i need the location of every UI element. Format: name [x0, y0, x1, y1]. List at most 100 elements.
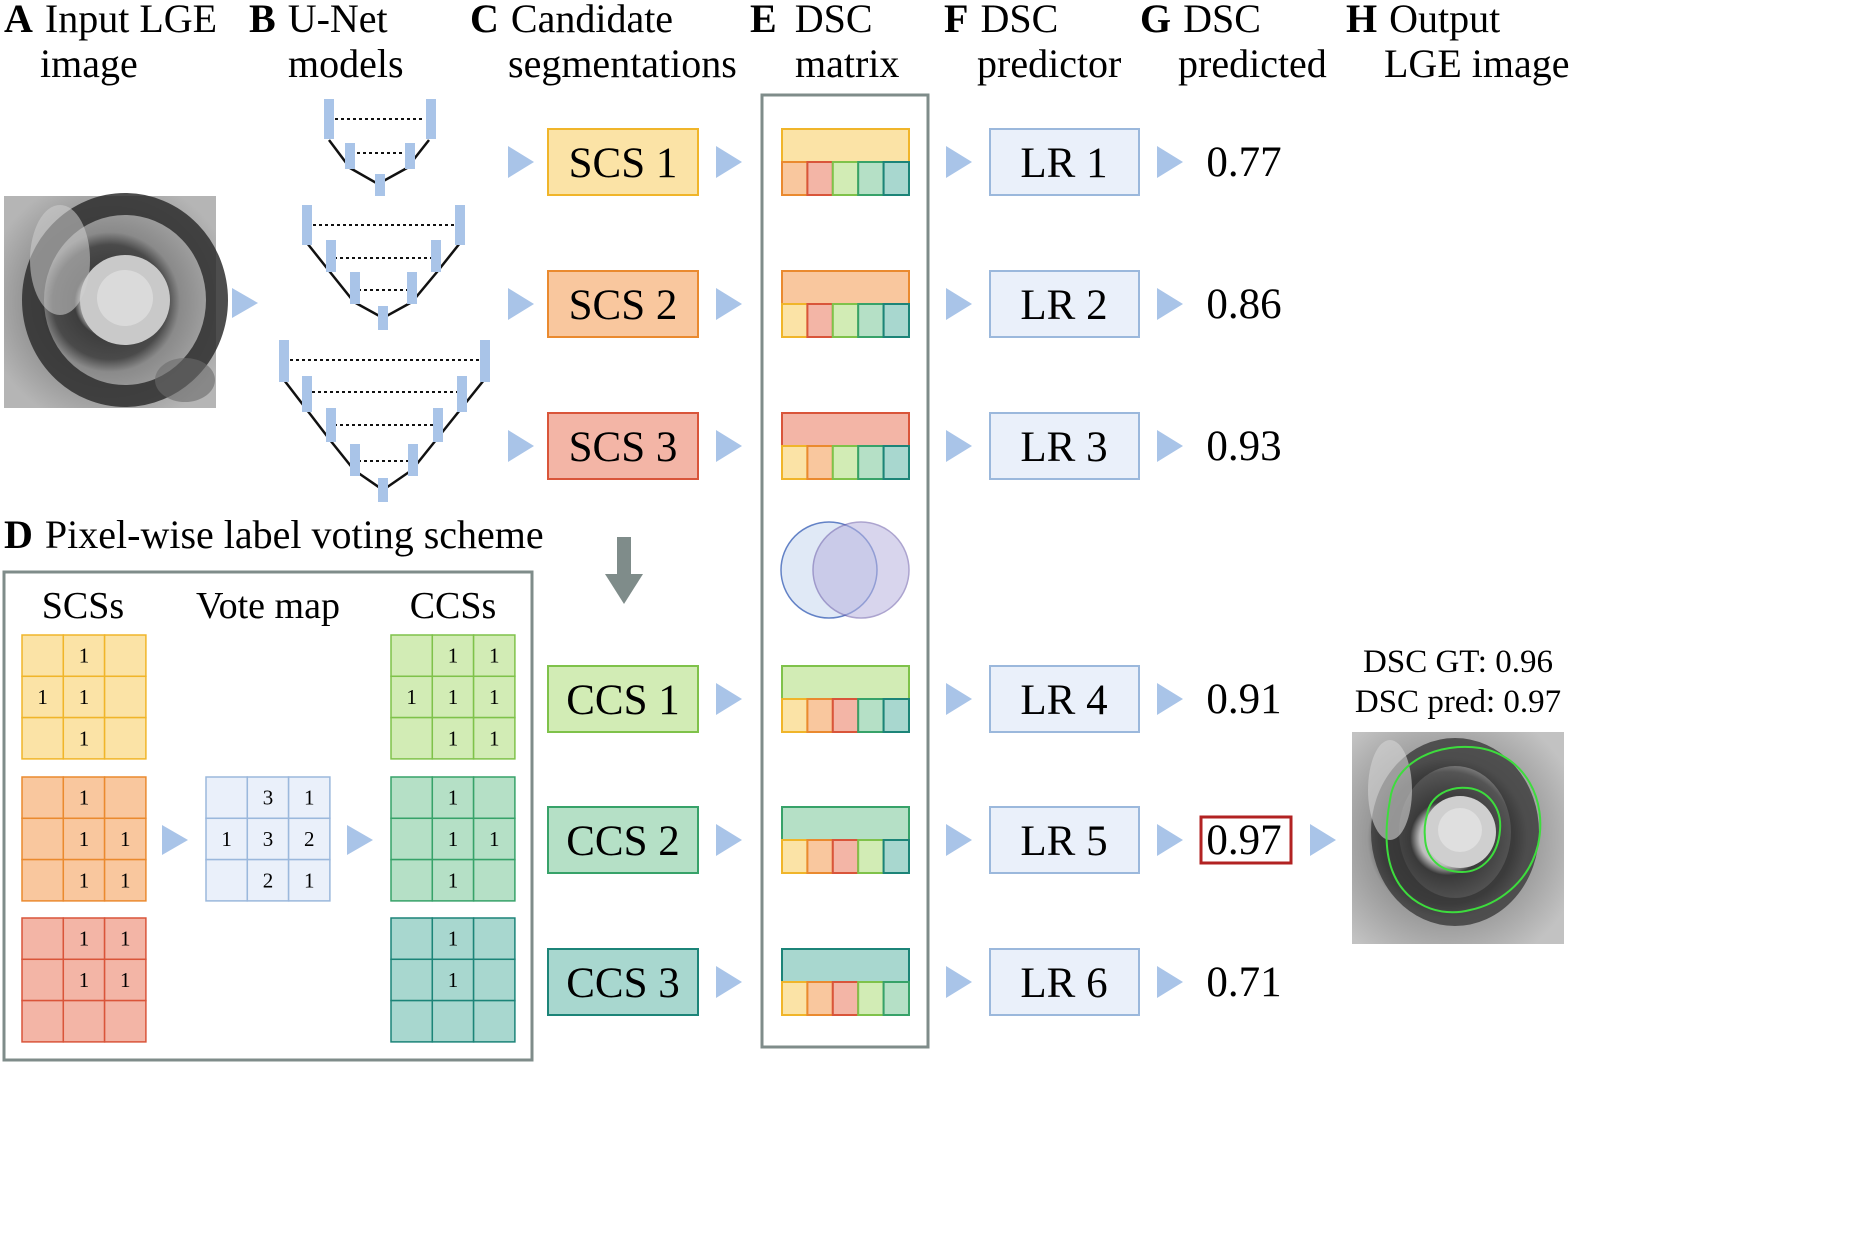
dsc-matrix-row-self: [781, 806, 910, 841]
grid-cell: [390, 858, 434, 902]
dsc-matrix-row-self: [781, 128, 910, 163]
grid-cell: [472, 858, 516, 902]
arrow-matrix-to-predictor: [946, 288, 972, 320]
dsc-matrix-cell: [831, 161, 860, 196]
grid-cell-value: 1: [79, 685, 90, 709]
grid-cell: [62, 716, 106, 760]
grid-cell: [472, 958, 516, 1002]
venn-diagram-icon: [780, 521, 910, 619]
grid-cell-value: 1: [79, 726, 90, 750]
grid-cell-value: 1: [448, 827, 459, 851]
arrow-matrix-to-predictor: [946, 824, 972, 856]
dsc-matrix-cell: [781, 445, 809, 480]
vote-map-column-title: Vote map: [196, 585, 340, 627]
header-a-line2: image: [40, 41, 138, 86]
dsc-matrix-cell: [882, 161, 910, 196]
grid-cell: [390, 776, 434, 820]
header-c-line2: segmentations: [508, 41, 737, 86]
arrow-matrix-to-predictor: [946, 683, 972, 715]
grid-cell: [62, 917, 106, 961]
grid-cell: [21, 858, 65, 902]
dsc-matrix-row-self: [781, 412, 910, 447]
grid-cell: [205, 858, 249, 902]
grid-cell: [62, 999, 106, 1043]
grid-cell-value: 1: [79, 927, 90, 951]
grid-cell: [472, 675, 516, 719]
arrow-down-to-ccs: [605, 537, 643, 604]
grid-cell: [472, 999, 516, 1043]
grid-cell-value: 1: [304, 786, 315, 810]
dsc-matrix-row-self: [781, 948, 910, 983]
dsc-matrix-cell: [806, 981, 834, 1016]
grid-cell: [103, 776, 147, 820]
dsc-matrix-frame: [760, 93, 930, 1049]
dsc-matrix-cell: [882, 445, 910, 480]
arrow-unet-to-candidate: [508, 146, 534, 178]
scss-column-title: SCSs: [42, 585, 124, 627]
arrow-candidate-to-matrix: [716, 430, 742, 462]
grid-cell-value: 1: [37, 685, 48, 709]
grid-cell: [390, 999, 434, 1043]
grid-cell: [21, 634, 65, 678]
header-f-line2: predictor: [977, 41, 1121, 86]
dsc-matrix-cell: [781, 839, 809, 874]
grid-cell-value: 1: [489, 726, 500, 750]
grid-cell-value: 1: [120, 827, 131, 851]
predictor-box: [989, 412, 1140, 480]
arrow-unet-to-candidate: [508, 288, 534, 320]
dsc-matrix-cell: [781, 981, 809, 1016]
grid-cell-value: 1: [448, 868, 459, 892]
candidate-label: CCS 2: [566, 818, 680, 865]
dsc-matrix-cell: [882, 303, 910, 338]
inner-contour: [1423, 786, 1502, 874]
arrow-predictor-to-value: [1157, 824, 1183, 856]
arrow-predictor-to-value: [1157, 430, 1183, 462]
predicted-dsc-value: 0.71: [1206, 959, 1281, 1006]
predicted-dsc-value: 0.86: [1206, 281, 1281, 328]
output-lge-image: [1352, 732, 1564, 944]
dsc-matrix-cell: [857, 981, 885, 1016]
predictor-box: [989, 806, 1140, 874]
grid-cell: [390, 958, 434, 1002]
predictor-label: LR 4: [1020, 677, 1107, 724]
dsc-matrix-cell: [857, 445, 885, 480]
grid-cell: [431, 776, 475, 820]
dsc-matrix-cell: [831, 698, 860, 733]
arrow-unet-to-candidate: [508, 430, 534, 462]
dsc-matrix-cell: [882, 981, 910, 1016]
grid-cell: [62, 675, 106, 719]
grid-cell: [390, 817, 434, 861]
ccss-column-title: CCSs: [410, 585, 497, 627]
dsc-matrix-cell: [831, 981, 860, 1016]
ccs-grid: 11: [390, 917, 516, 1043]
grid-cell-value: 1: [448, 968, 459, 992]
grid-cell: [431, 858, 475, 902]
grid-cell: [21, 917, 65, 961]
grid-cell: [103, 999, 147, 1043]
grid-cell-value: 1: [120, 968, 131, 992]
grid-cell: [21, 817, 65, 861]
dsc-matrix-cell: [781, 698, 809, 733]
dsc-matrix-cell: [857, 839, 885, 874]
grid-cell-value: 1: [120, 927, 131, 951]
grid-cell: [21, 958, 65, 1002]
candidate-box: [547, 948, 699, 1016]
grid-cell: [472, 716, 516, 760]
grid-cell: [21, 716, 65, 760]
grid-cell-value: 1: [489, 827, 500, 851]
arrow-predictor-to-value: [1157, 288, 1183, 320]
grid-cell: [287, 776, 331, 820]
arrow-candidate-to-matrix: [716, 146, 742, 178]
grid-cell: [390, 917, 434, 961]
candidate-box: [547, 128, 699, 196]
